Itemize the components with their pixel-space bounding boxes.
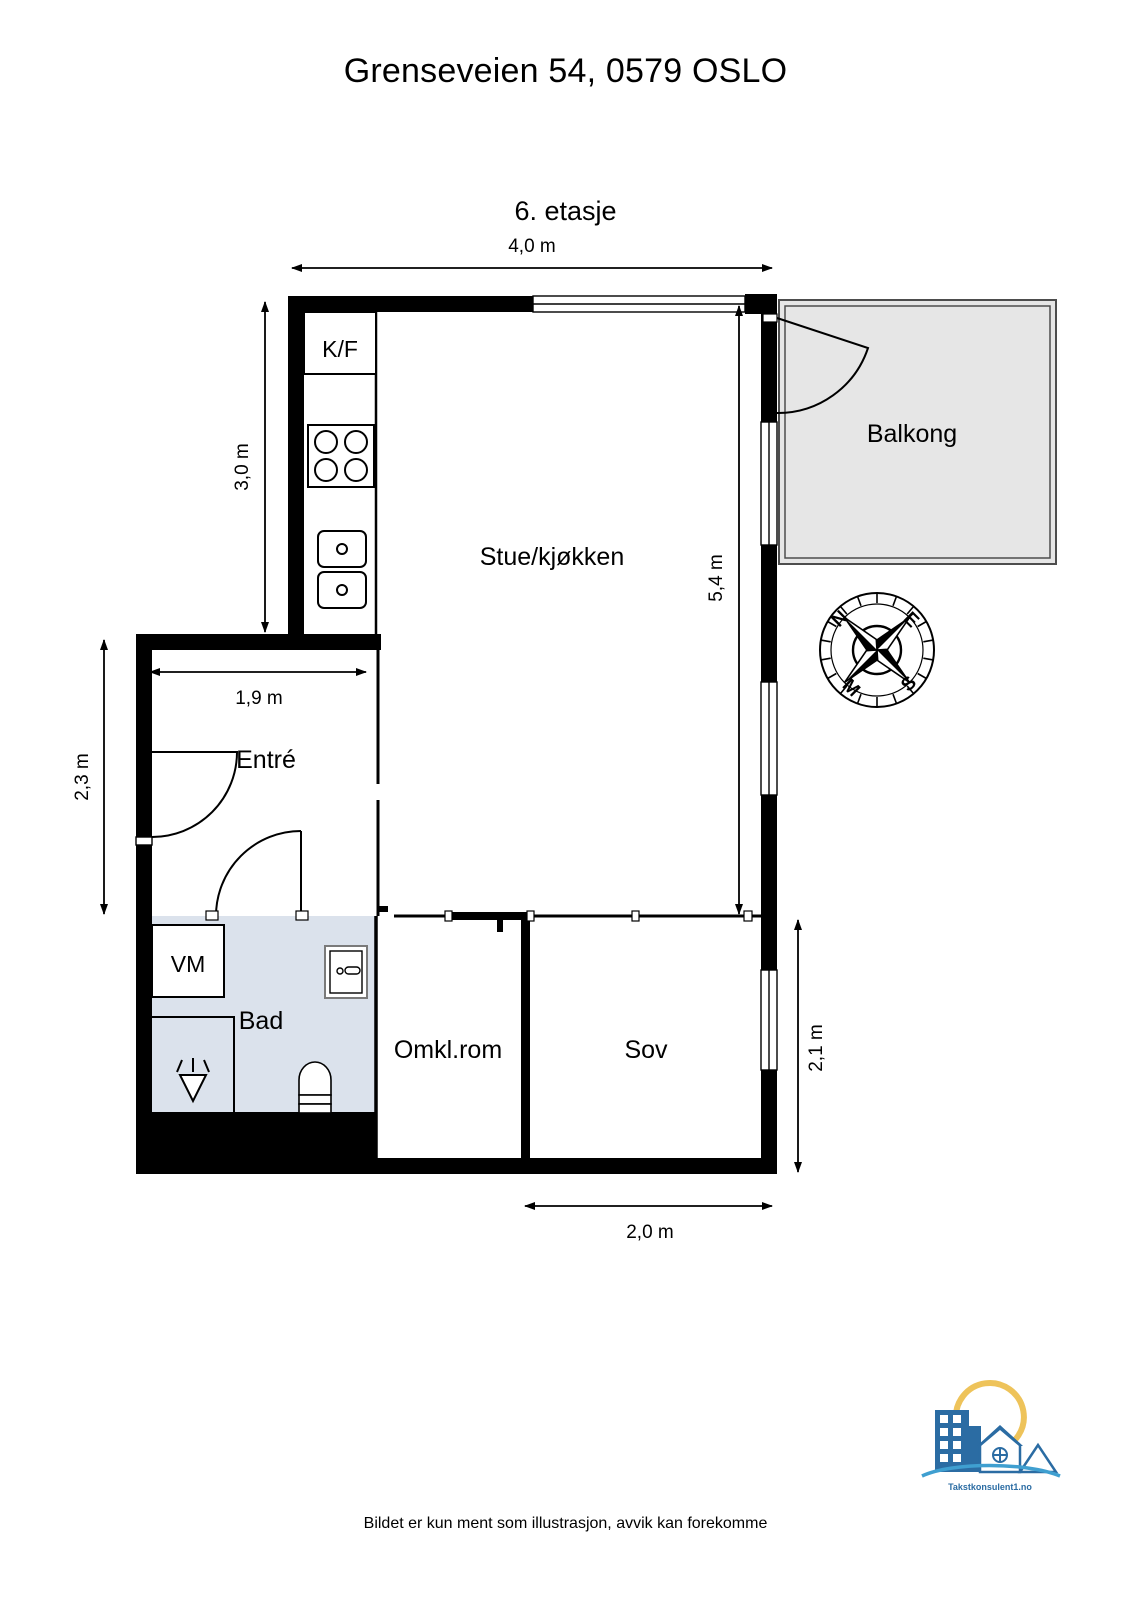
door-balcony [762,313,870,422]
dim-label-living-height: 5,4 m [706,554,727,602]
window-right-2 [760,681,778,796]
dim-label-bottom-width: 2,0 m [626,1222,674,1243]
floor-label: 6. etasje [514,196,617,226]
sink-icon [317,530,367,609]
dim-label-sov-height: 2,1 m [806,1024,827,1072]
toilet-icon [298,1061,332,1114]
window-top [532,295,746,313]
window-right-3 [760,969,778,1071]
washing-machine-box [151,924,225,998]
room-label-stue: Stue/kjøkken [480,543,625,571]
dim-label-entre-height: 2,3 m [72,753,93,801]
disclaimer-note: Bildet er kun ment som illustrasjon, avv… [363,1515,768,1532]
doors [135,313,870,921]
washing-machine-label: VM [171,951,206,977]
stove-icon [307,424,375,488]
company-logo: Takstkonsulent1.no [921,1380,1061,1492]
dim-label-entre-width: 1,9 m [235,688,283,709]
compass-rose: N E S M [819,592,935,708]
shower-area [152,1016,235,1112]
door-bathroom [205,830,309,921]
bathroom-fixtures: VM [151,924,368,1114]
fridge-freezer-label: K/F [322,336,358,362]
exterior-walls [136,294,777,1174]
floor-drain-icon [176,1058,210,1104]
room-label-omkl: Omkl.rom [394,1036,502,1064]
door-entrance [135,751,239,846]
balcony-area [778,299,1057,565]
bathroom-sink-icon [324,945,368,999]
room-label-balkong: Balkong [867,420,957,448]
dimension-lines [100,264,802,1210]
kitchen-fixtures: K/F [303,311,377,609]
page-title: Grenseveien 54, 0579 OSLO [343,52,788,90]
room-label-bad: Bad [239,1007,283,1035]
window-right-1 [760,421,778,546]
room-label-entre: Entré [236,746,296,774]
dim-label-top-width: 4,0 m [508,236,556,257]
dim-label-kitchen-height: 3,0 m [232,443,253,491]
windows [532,295,778,1071]
logo-text: Takstkonsulent1.no [948,1482,1032,1492]
room-label-sov: Sov [624,1036,668,1064]
fridge-freezer-box [303,311,377,375]
